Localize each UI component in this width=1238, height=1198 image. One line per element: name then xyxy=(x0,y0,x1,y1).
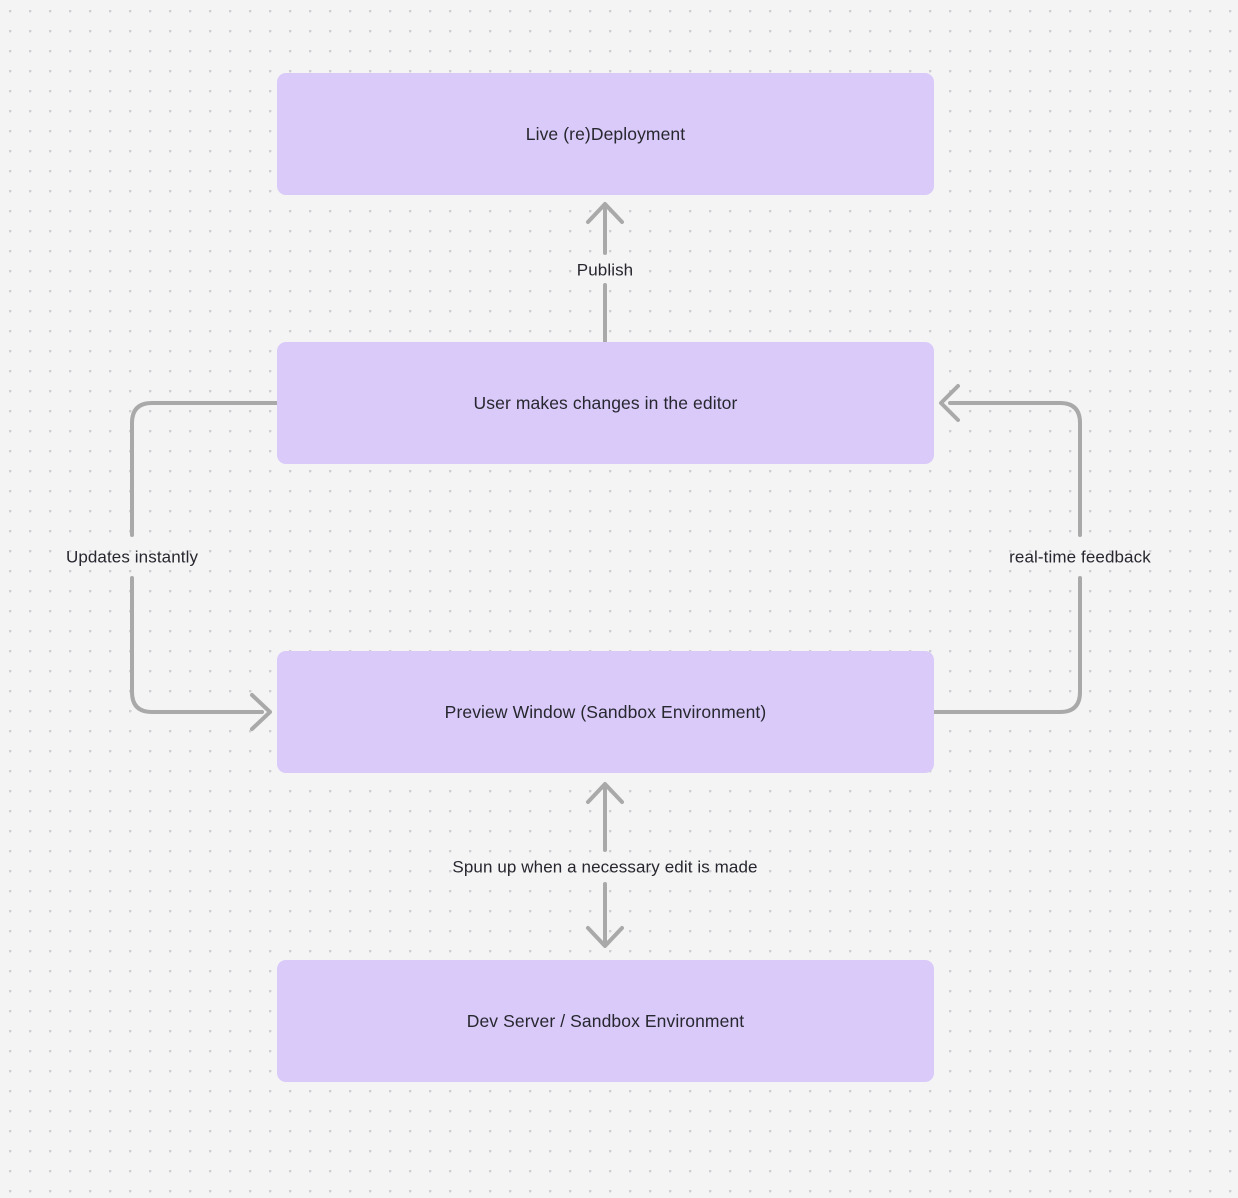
arrowhead-down-spun-up xyxy=(586,926,624,948)
edge-real-time-feedback xyxy=(932,384,1082,714)
node-dev-server[interactable]: Dev Server / Sandbox Environment xyxy=(277,960,934,1082)
edge-label-updates-instantly: Updates instantly xyxy=(65,547,199,567)
edge-updates-instantly-segment-lower xyxy=(130,576,264,714)
arrowhead-up-publish xyxy=(586,202,624,224)
node-live-deployment-label: Live (re)Deployment xyxy=(525,123,686,144)
edge-real-time-feedback-segment-lower xyxy=(932,576,1082,714)
node-user-edits[interactable]: User makes changes in the editor xyxy=(277,342,934,464)
edge-updates-instantly-segment-upper xyxy=(130,401,279,537)
node-preview-window-label: Preview Window (Sandbox Environment) xyxy=(444,701,767,722)
arrowhead-up-spun-up xyxy=(586,782,624,804)
arrowhead-right-updates-instantly xyxy=(250,693,272,731)
node-dev-server-label: Dev Server / Sandbox Environment xyxy=(466,1010,745,1031)
node-preview-window[interactable]: Preview Window (Sandbox Environment) xyxy=(277,651,934,773)
edge-updates-instantly xyxy=(130,401,279,731)
edge-label-real-time-feedback: real-time feedback xyxy=(1009,547,1151,567)
edge-label-publish: Publish xyxy=(576,260,634,280)
edge-real-time-feedback-segment-upper xyxy=(948,401,1082,537)
edge-spun-up xyxy=(586,782,624,948)
edge-publish xyxy=(586,202,624,344)
node-user-edits-label: User makes changes in the editor xyxy=(473,392,738,413)
edge-label-spun-up: Spun up when a necessary edit is made xyxy=(452,857,758,877)
node-live-deployment[interactable]: Live (re)Deployment xyxy=(277,73,934,195)
arrowhead-left-real-time-feedback xyxy=(939,384,960,422)
